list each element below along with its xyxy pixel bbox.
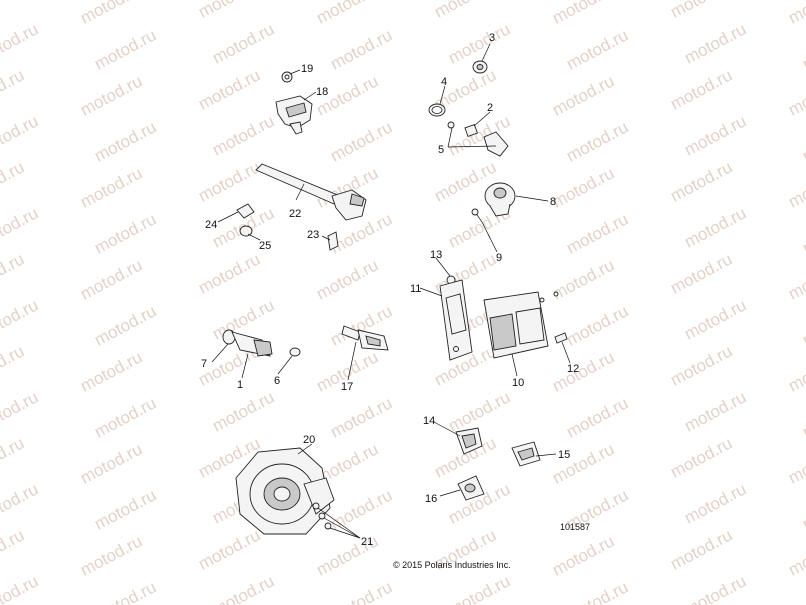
part-4-o-ring <box>428 103 446 117</box>
callout-15: 15 <box>558 449 570 461</box>
callout-13: 13 <box>430 249 442 261</box>
part-10-control-unit <box>483 291 559 359</box>
callout-20: 20 <box>303 434 315 446</box>
callout-1: 1 <box>237 379 243 391</box>
callout-10: 10 <box>512 377 524 389</box>
part-9-pin <box>471 208 491 239</box>
callout-18: 18 <box>316 86 328 98</box>
part-3-plug <box>472 60 488 74</box>
callout-7: 7 <box>201 358 207 370</box>
callout-5: 5 <box>438 144 444 156</box>
callout-11: 11 <box>410 283 421 295</box>
callout-24: 24 <box>205 219 217 231</box>
part-18-sensor <box>275 95 313 135</box>
callout-23: 23 <box>307 229 319 241</box>
figure-number: 101587 <box>560 522 590 532</box>
part-24-clip <box>236 203 255 219</box>
part-1-speed-sensor <box>222 329 273 357</box>
part-17-sensor <box>341 325 389 351</box>
callout-17: 17 <box>341 381 353 393</box>
part-19-fastener <box>281 71 293 83</box>
callout-16: 16 <box>425 493 437 505</box>
callout-6: 6 <box>274 375 280 387</box>
part-12-screw <box>554 332 568 344</box>
part-25-grommet <box>239 225 253 237</box>
part-6-washer <box>289 347 301 357</box>
callout-22: 22 <box>289 208 301 220</box>
part-5-sensor <box>447 121 509 157</box>
callout-2: 2 <box>487 102 493 114</box>
callout-21: 21 <box>361 536 373 548</box>
part-22-cable-sensor <box>255 163 367 221</box>
part-11-bracket <box>439 279 473 361</box>
part-8-sensor <box>484 182 516 217</box>
leader-lines <box>211 43 571 539</box>
part-16-connector <box>457 475 485 501</box>
callout-3: 3 <box>489 32 495 44</box>
callout-4: 4 <box>441 76 447 88</box>
part-14-connector <box>455 427 483 455</box>
part-15-connector <box>511 441 541 467</box>
callout-14: 14 <box>423 415 435 427</box>
callout-12: 12 <box>567 363 579 375</box>
callout-8: 8 <box>550 196 556 208</box>
callout-25: 25 <box>259 240 271 252</box>
copyright-notice: © 2015 Polaris Industries Inc. <box>393 560 511 570</box>
callout-labels: 19 18 3 4 2 5 8 9 13 11 10 12 7 1 6 17 2… <box>201 32 579 548</box>
part-2-clip <box>464 123 478 137</box>
part-21-fasteners <box>312 502 332 530</box>
callout-19: 19 <box>301 63 313 75</box>
callout-9: 9 <box>496 252 502 264</box>
part-23-bolt <box>327 231 339 251</box>
part-20-housing <box>235 447 335 535</box>
